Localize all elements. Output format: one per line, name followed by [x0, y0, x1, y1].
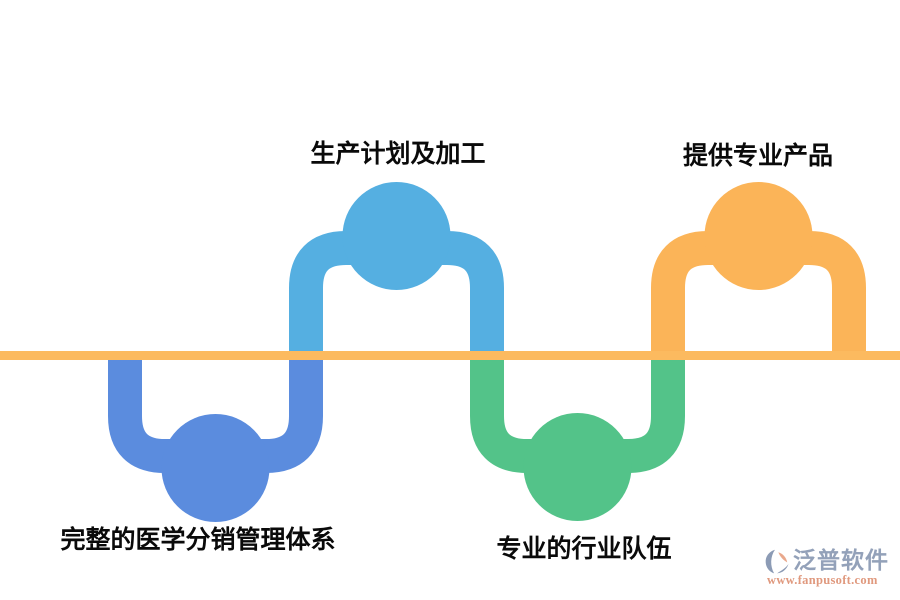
watermark-brand-text: 泛普软件: [793, 548, 889, 574]
baseline: [0, 351, 900, 360]
node-label-professional-products: 提供专业产品: [682, 142, 834, 170]
node-label-industry-team: 专业的行业队伍: [496, 535, 672, 563]
node-label-production-planning: 生产计划及加工: [310, 140, 486, 168]
node-circle-2: [523, 413, 632, 521]
watermark-url: www.fanpusoft.com: [767, 573, 878, 587]
watermark: 泛普软件 www.fanpusoft.com: [764, 548, 898, 588]
node-circle-3: [704, 182, 813, 290]
node-circle-1: [342, 182, 451, 290]
node-label-distribution-system: 完整的医学分销管理体系: [60, 526, 336, 554]
fanpu-logo-icon: [765, 549, 789, 574]
watermark-brand-row: 泛普软件: [764, 548, 898, 575]
node-circle-0: [161, 414, 270, 522]
